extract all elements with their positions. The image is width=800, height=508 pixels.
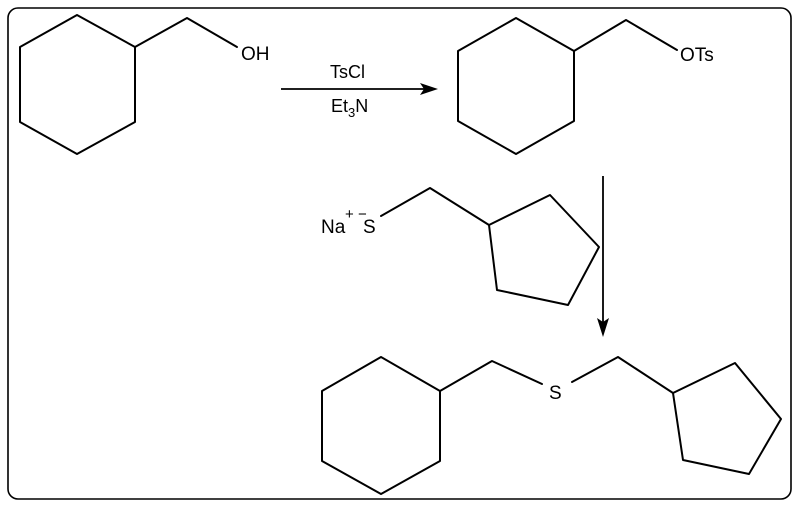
thiolate-nucleophile: Na + − S	[321, 187, 600, 306]
thioether-product: S	[321, 356, 782, 495]
left-methylene-bond	[439, 360, 543, 392]
tosylate-intermediate: OTs	[457, 17, 714, 155]
step1-arrow: TsCl Et3N	[281, 62, 438, 120]
sodium-label: Na	[321, 217, 346, 238]
right-methylene-bond	[571, 356, 674, 394]
thiolate-sulfur-label: S	[363, 217, 376, 238]
methylene-bond	[134, 17, 238, 48]
sodium-charge: +	[345, 206, 354, 223]
scheme-frame	[7, 7, 792, 500]
et3n-reagent: Et3N	[331, 96, 368, 120]
step2-arrow	[597, 176, 609, 337]
cyclopentane-ring	[488, 194, 600, 306]
step1-arrow-head	[420, 83, 438, 95]
sulfide-sulfur-label: S	[549, 383, 562, 404]
cyclopentane-ring	[672, 362, 782, 475]
starting-material: OH	[19, 14, 270, 155]
thiolate-charge: −	[358, 206, 367, 223]
tosylate-label: OTs	[680, 45, 714, 66]
tscl-reagent: TsCl	[330, 62, 365, 82]
thiolate-chain	[380, 187, 490, 226]
hydroxyl-label: OH	[241, 44, 270, 65]
methylene-bond	[573, 19, 678, 52]
step2-arrow-head	[597, 318, 609, 337]
